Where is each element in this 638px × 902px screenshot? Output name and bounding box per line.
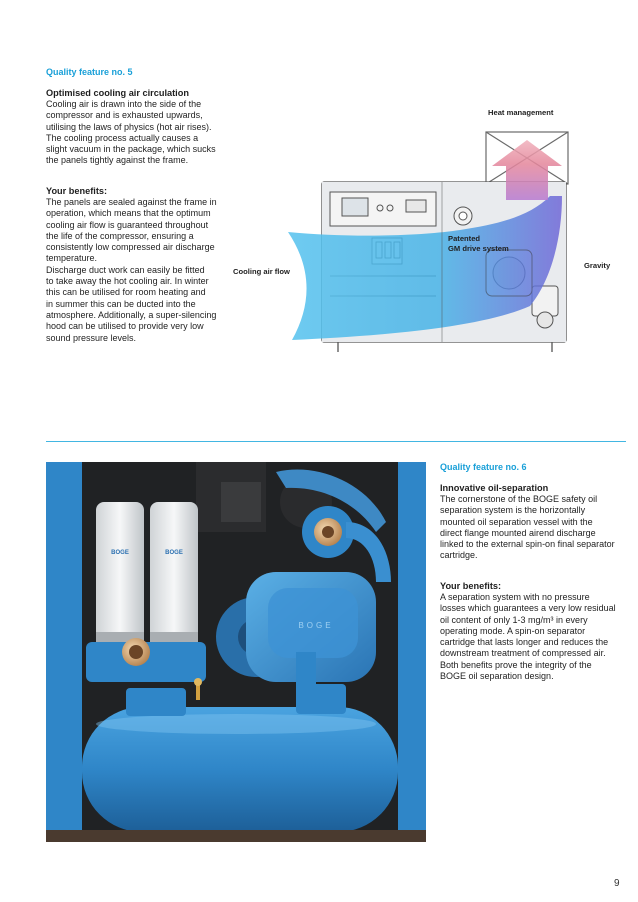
separator-cartridge-left: BOGE [96, 502, 144, 652]
drive-label-line: Patented [448, 234, 481, 243]
section-divider [46, 441, 626, 442]
text-line: compressor and is exhausted upwards, [46, 110, 203, 121]
text-line: Both benefits prove the integrity of the [440, 659, 592, 670]
floor-rail [46, 830, 426, 842]
text-line: to take away the hot cooling air. In win… [46, 276, 209, 287]
text-line: direct flange mounted airend discharge [440, 527, 596, 538]
text-line: A separation system with no pressure [440, 592, 590, 602]
text-line: separation system is the horizontally [440, 505, 586, 516]
text-line: The panels are sealed against the frame … [46, 197, 217, 207]
drive-label-line: GM drive system [448, 244, 509, 253]
text-line: atmosphere. Additionally, a super-silenc… [46, 309, 217, 320]
cooling-benefits: The panels are sealed against the frame … [46, 197, 241, 344]
heat-arrow [492, 140, 562, 200]
cooling-intro: Cooling air is drawn into the side of th… [46, 99, 236, 167]
oil-intro: The cornerstone of the BOGE safety oil s… [440, 494, 636, 562]
text-line: mounted oil separation vessel with the [440, 516, 593, 527]
gravity-label: Gravity [584, 261, 611, 270]
text-line: cooling air flow is guaranteed throughou… [46, 219, 209, 230]
cooling-air-flow-label: Cooling air flow [233, 267, 290, 276]
separator-cartridge-right: BOGE [150, 502, 198, 652]
text-line: this can be utilised for room heating an… [46, 287, 206, 298]
hose [276, 469, 386, 532]
cooling-air-flow-band [288, 196, 562, 340]
text-line: oil content of only 1-3 mg/m³ in every [440, 614, 588, 625]
cooling-airflow-diagram [288, 131, 569, 352]
text-line: utilising the laws of physics (hot air r… [46, 121, 212, 132]
text-line: consistently low compressed air discharg… [46, 242, 215, 253]
airend: BOGE [246, 506, 391, 692]
text-line: the panels tightly against the frame. [46, 155, 189, 166]
text-line: Discharge duct work can easily be fitted [46, 264, 205, 275]
text-line: losses which guarantees a very low resid… [440, 603, 616, 614]
text-line: linked to the external spin-on final sep… [440, 539, 615, 550]
text-line: the life of the compressor, ensuring a [46, 230, 194, 241]
text-line: operation, which means that the optimum [46, 208, 211, 219]
drive-system-label: Patented GM drive system [448, 234, 509, 254]
control-panel [329, 191, 437, 227]
text-line: cartridge that lasts longer and reduces … [440, 637, 609, 648]
text-line: sound pressure levels. [46, 332, 137, 343]
text-line: BOGE oil separation design. [440, 671, 554, 682]
text-line: downstream treatment of compressed air. [440, 648, 606, 659]
page-number: 9 [614, 878, 620, 889]
feature-label-6: Quality feature no. 6 [440, 462, 527, 472]
section-heading-cooling: Optimised cooling air circulation [46, 88, 189, 98]
cartridge-brand-left: BOGE [111, 550, 129, 556]
text-line: operating mode. A spin-on separator [440, 625, 586, 636]
text-line: slight vacuum in the package, which suck… [46, 144, 216, 155]
text-line: in summer this can be ducted into the [46, 298, 196, 309]
oil-separation-tank [82, 684, 398, 832]
oil-separator-illustration: BOGE BOGE BOGE [46, 462, 426, 842]
oil-benefits: A separation system with no pressure los… [440, 592, 636, 682]
oil-separation-photo: BOGE BOGE BOGE [46, 462, 426, 842]
text-line: The cooling process actually causes a [46, 132, 199, 143]
heat-management-label: Heat management [488, 108, 554, 117]
text-line: cartridge. [440, 550, 478, 561]
frame-post-right [398, 462, 426, 842]
feature-label-5: Quality feature no. 5 [46, 67, 133, 77]
text-line: temperature. [46, 253, 98, 264]
benefits-heading: Your benefits: [46, 186, 108, 196]
benefits-heading: Your benefits: [440, 581, 502, 591]
text-line: hood can be utilised to provide very low [46, 321, 204, 332]
frame-post-left [46, 462, 82, 842]
section-heading-oil: Innovative oil-separation [440, 483, 549, 493]
text-line: The cornerstone of the BOGE safety oil [440, 494, 598, 504]
cartridge-head [86, 642, 206, 682]
airend-brand: BOGE [298, 621, 333, 630]
text-line: Cooling air is drawn into the side of th… [46, 99, 202, 109]
cartridge-brand-right: BOGE [165, 550, 183, 556]
